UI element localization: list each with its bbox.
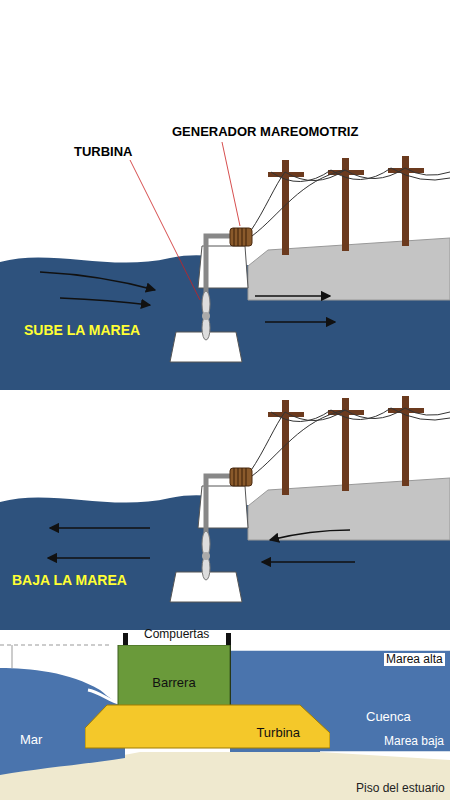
text-label: SUBE LA MAREA (24, 323, 140, 338)
text-label: TURBINA (74, 145, 133, 159)
shape-node: Turbina (85, 703, 330, 750)
text-label: GENERADOR MAREOMOTRIZ (172, 125, 358, 139)
node-label: Barrera (108, 645, 240, 690)
node-label: Turbina (85, 703, 330, 740)
text-label: Cuenca (366, 710, 411, 724)
text-label: Mar (20, 733, 42, 747)
text-label: Marea baja (384, 735, 444, 748)
text-label: Piso del estuario (356, 782, 445, 795)
text-label: Compuertas (144, 628, 209, 641)
text-label: Marea alta (384, 653, 445, 666)
text-label: BAJA LA MAREA (12, 573, 127, 588)
